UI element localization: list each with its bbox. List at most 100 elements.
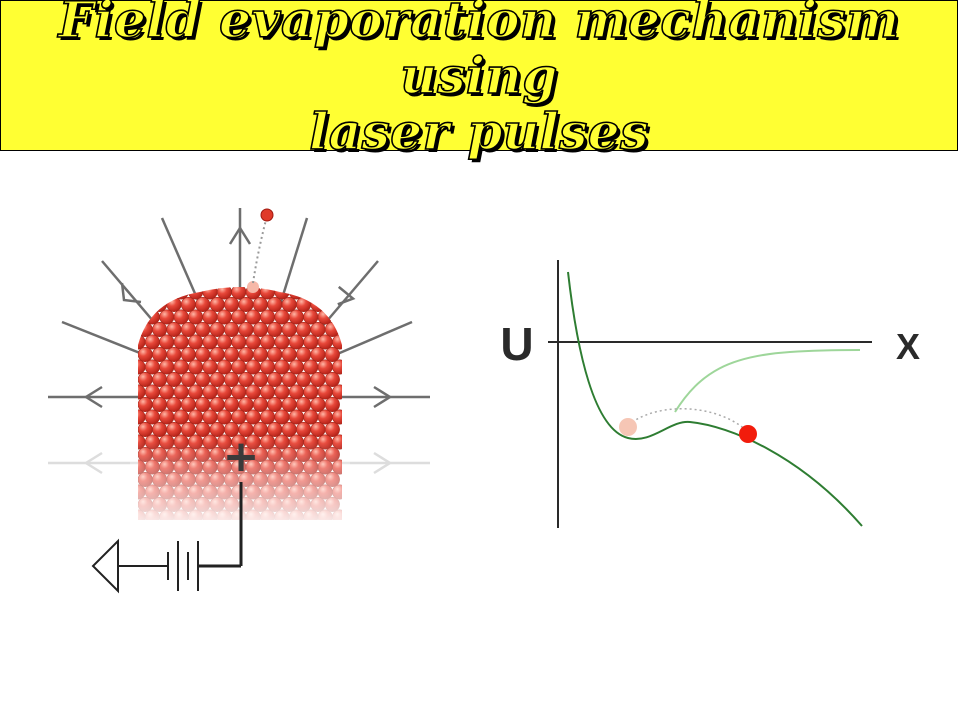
tip-atom xyxy=(224,396,240,412)
tip-atom xyxy=(216,287,232,300)
tip-atom xyxy=(260,287,276,300)
tip-atom xyxy=(274,409,290,425)
tip-atom xyxy=(138,334,146,350)
tip-atom xyxy=(281,371,297,387)
tip-atom xyxy=(245,359,261,375)
tip-atom xyxy=(152,321,168,337)
tip-atom xyxy=(303,287,319,300)
tip-atom xyxy=(224,371,240,387)
tip-atom xyxy=(317,287,333,300)
tip-atom xyxy=(238,346,254,362)
tip-atom xyxy=(202,309,218,325)
tip-atom xyxy=(288,334,304,350)
tip-atom xyxy=(152,371,168,387)
tip-atom xyxy=(252,321,268,337)
tip-atom xyxy=(209,346,225,362)
field-arrow-icon xyxy=(228,225,252,245)
tip-atom xyxy=(288,309,304,325)
tip-atom xyxy=(252,396,268,412)
tip-atom xyxy=(216,409,232,425)
tip-atom xyxy=(224,321,240,337)
tip-atom xyxy=(281,396,297,412)
ion-hop-path xyxy=(627,408,749,433)
tip-atom xyxy=(138,359,146,375)
potential-curve-field-off xyxy=(674,349,861,413)
ground-icon xyxy=(91,538,119,594)
tip-atom xyxy=(195,371,211,387)
tip-atom xyxy=(317,334,333,350)
tip-atom xyxy=(173,309,189,325)
axis-y-label: U xyxy=(500,318,533,370)
tip-atom xyxy=(209,371,225,387)
tip-atom xyxy=(224,346,240,362)
tip-atom xyxy=(245,384,261,400)
tip-atom xyxy=(166,396,182,412)
tip-atom xyxy=(224,522,238,536)
tip-atom xyxy=(238,371,254,387)
tip-atom xyxy=(144,309,160,325)
tip-atom xyxy=(332,384,342,400)
tip-atom xyxy=(296,396,312,412)
tip-atom xyxy=(202,384,218,400)
tip-atom xyxy=(332,409,342,425)
tip-atom xyxy=(159,287,175,300)
tip-atom xyxy=(209,396,225,412)
tip-atom xyxy=(303,359,319,375)
tip-atom xyxy=(152,396,168,412)
tip-atom xyxy=(281,296,297,312)
potential-curve xyxy=(567,271,863,527)
tip-atom xyxy=(216,334,232,350)
tip-atom xyxy=(188,309,204,325)
tip-atom xyxy=(324,321,340,337)
tip-atom xyxy=(188,409,204,425)
tip-atom xyxy=(159,334,175,350)
tip-atom xyxy=(310,346,326,362)
tip-charge-symbol: + xyxy=(223,431,260,482)
tip-atom xyxy=(166,421,182,437)
tip-atom xyxy=(296,371,312,387)
field-line-left-low xyxy=(61,320,146,357)
tip-atom xyxy=(180,296,196,312)
tip-atom xyxy=(195,321,211,337)
tip-atom xyxy=(267,296,283,312)
tip-atom xyxy=(238,396,254,412)
axis-x-label: X xyxy=(896,326,920,367)
tip-atom xyxy=(274,384,290,400)
tip-atom xyxy=(159,359,175,375)
evaporated-ion xyxy=(260,208,274,222)
tip-atom xyxy=(296,296,312,312)
tip-atom xyxy=(267,421,283,437)
tip-atom xyxy=(144,334,160,350)
tip-atom xyxy=(173,409,189,425)
tip-atom xyxy=(303,309,319,325)
tip-atom xyxy=(260,384,276,400)
tip-atom xyxy=(216,384,232,400)
ion-escaped-state xyxy=(739,425,757,443)
tip-atom xyxy=(195,296,211,312)
tip-atom xyxy=(310,296,326,312)
tip-atom xyxy=(159,309,175,325)
tip-atom xyxy=(144,384,160,400)
slide-title-line-1: Field evaporation mechanism using xyxy=(58,0,900,105)
tip-atom xyxy=(325,522,339,536)
tip-atom xyxy=(138,522,152,536)
tip-atom xyxy=(180,371,196,387)
tip-atom xyxy=(188,384,204,400)
tip-atom xyxy=(311,522,325,536)
tip-atom xyxy=(310,421,326,437)
tip-atom xyxy=(296,421,312,437)
tip-atom xyxy=(138,409,146,425)
tip-atom xyxy=(138,346,153,362)
tip-atom xyxy=(288,409,304,425)
tip-atom xyxy=(252,371,268,387)
tip-atom xyxy=(152,346,168,362)
tip-atom xyxy=(144,359,160,375)
tip-atom xyxy=(173,384,189,400)
tip-atom xyxy=(296,321,312,337)
tip-atom xyxy=(317,384,333,400)
tip-atom xyxy=(252,296,268,312)
tip-atom xyxy=(310,396,326,412)
title-banner: Field evaporation mechanism using laser … xyxy=(0,0,958,160)
tip-atom xyxy=(210,522,224,536)
